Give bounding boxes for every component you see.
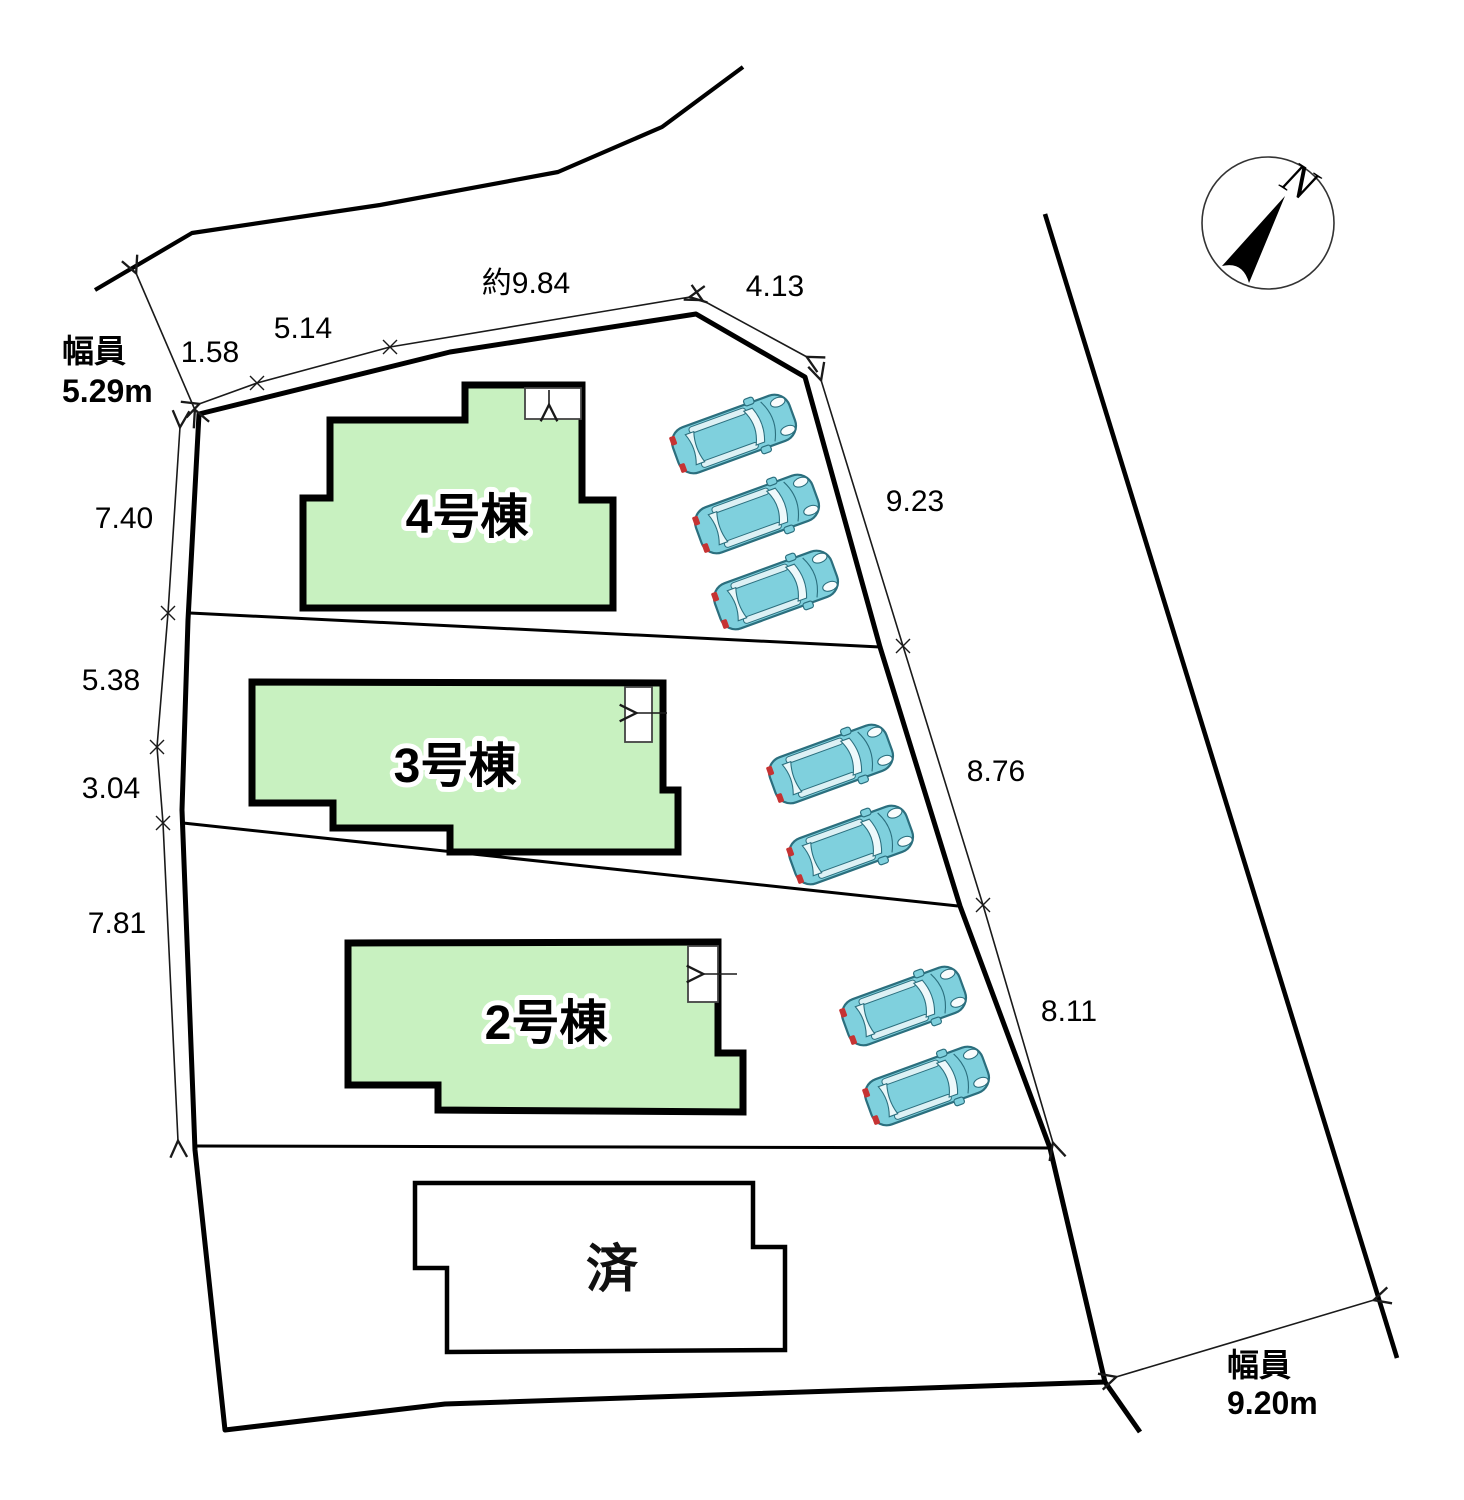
- road-width-labels: 幅員 5.29m 幅員 9.20m: [62, 333, 1318, 1421]
- house-2-label: 2号棟: [485, 997, 609, 1050]
- dim-left-3: 3.04: [82, 772, 140, 805]
- lot-divider-3: [194, 1144, 1051, 1150]
- house-3-entrance: [624, 686, 653, 743]
- house-sold-label: 済: [586, 1241, 639, 1299]
- house-4-label: 4号棟: [406, 491, 530, 544]
- car-icon: [664, 384, 804, 484]
- lot-divider-1: [189, 611, 881, 649]
- car-icon: [781, 795, 921, 895]
- top-road-edge: [93, 65, 745, 292]
- dimension-lines: [136, 273, 1374, 1377]
- car-icon: [687, 464, 827, 564]
- dim-right-1: 9.23: [886, 485, 944, 518]
- dim-left-1: 7.40: [95, 502, 153, 535]
- right-road-width-value: 9.20m: [1227, 1385, 1318, 1421]
- house-4: 4号棟: [299, 381, 617, 612]
- dimension-labels: 1.58 5.14 約9.84 4.13 7.40 5.38 3.04 7.81…: [82, 267, 1097, 1028]
- dim-top-4: 4.13: [746, 270, 804, 303]
- house-3-label: 3号棟: [394, 740, 518, 793]
- dim-right-3: 8.11: [1041, 995, 1097, 1028]
- site-boundary-extension: [1102, 1380, 1143, 1434]
- dim-left-4: 7.81: [88, 907, 146, 940]
- dim-top-2: 5.14: [274, 312, 332, 345]
- car-icon: [857, 1036, 997, 1136]
- dim-right-2: 8.76: [967, 755, 1025, 788]
- dim-top-3: 約9.84: [482, 267, 570, 300]
- house-3: 3号棟: [248, 678, 682, 856]
- top-road-width-label: 幅員: [62, 333, 126, 369]
- house-sold: 済: [412, 1180, 788, 1355]
- dim-top-1: 1.58: [181, 336, 239, 369]
- house-2: 2号棟: [344, 938, 747, 1116]
- car-icon: [834, 956, 974, 1056]
- dim-left-2: 5.38: [82, 664, 140, 697]
- house-4-entrance: [524, 387, 582, 420]
- car-icon: [761, 714, 901, 814]
- right-road-east-edge: [1042, 213, 1400, 1359]
- top-road-width-value: 5.29m: [62, 373, 153, 409]
- compass-north-icon: N: [1201, 150, 1335, 290]
- right-road-width-label: 幅員: [1227, 1347, 1291, 1383]
- car-icon: [706, 540, 846, 640]
